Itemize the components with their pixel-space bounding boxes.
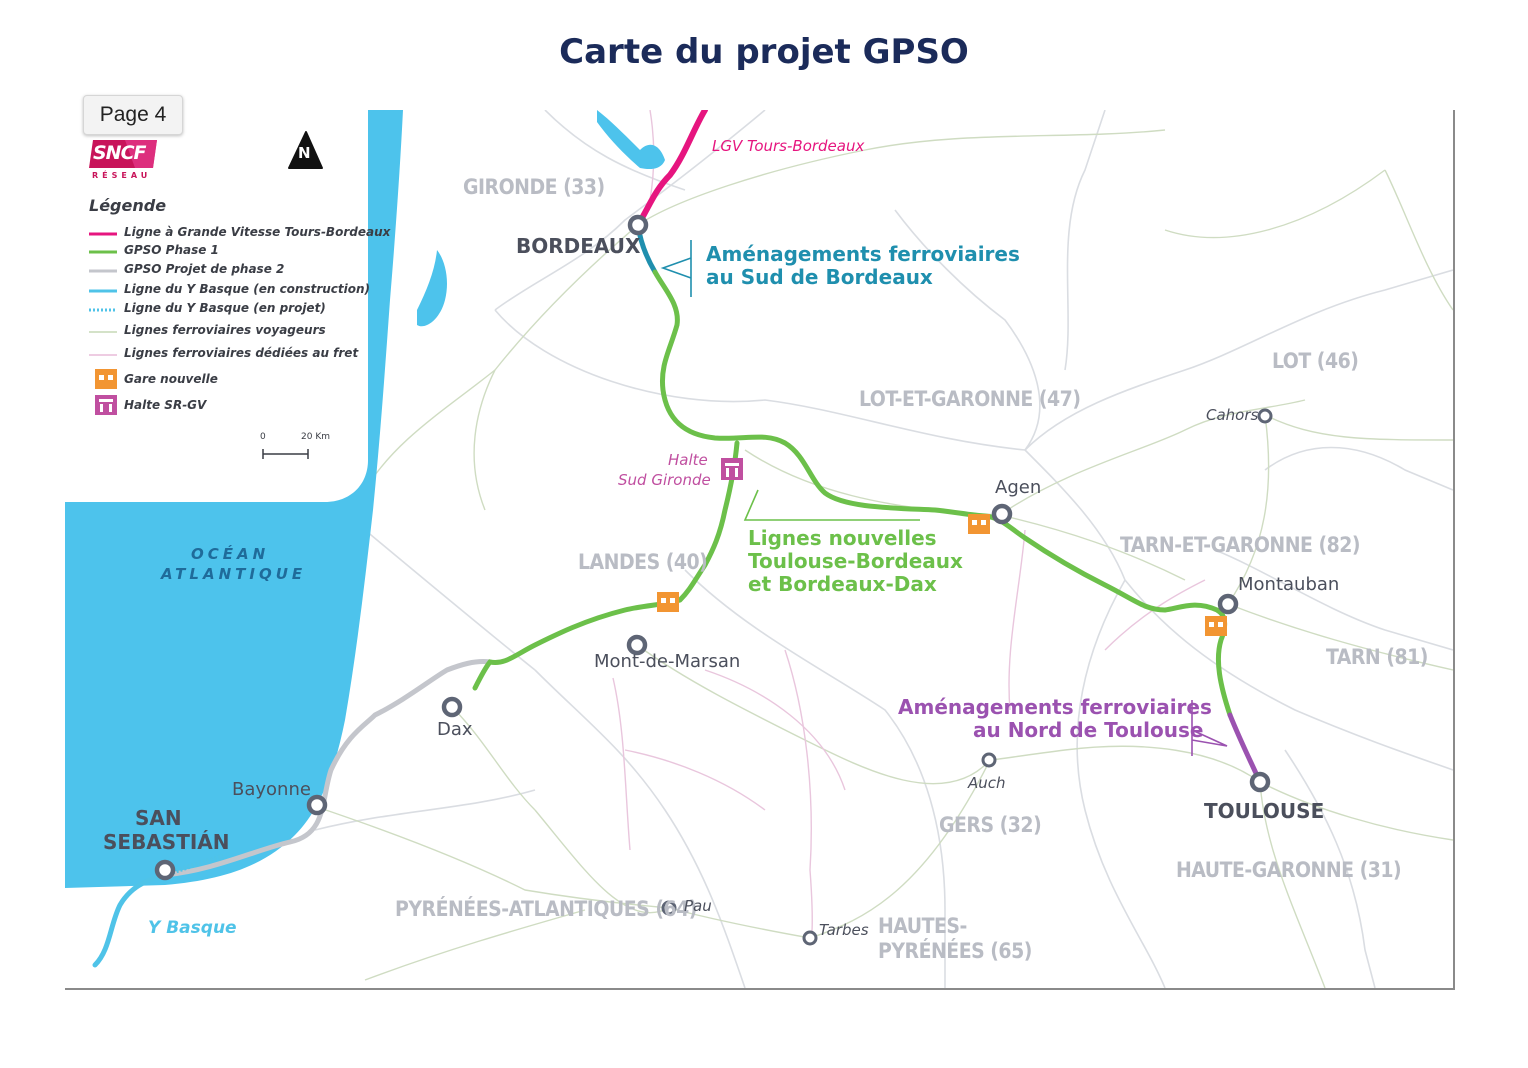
annotation-halte-1: Halte — [668, 451, 708, 469]
halte-sud-gironde-icon — [721, 458, 743, 480]
freight-lines — [612, 110, 1206, 941]
annotation-sud-bordeaux-2: au Sud de Bordeaux — [706, 265, 933, 289]
nord-toulouse-bracket — [1191, 700, 1228, 756]
sncf-logo — [89, 140, 157, 168]
dept-pyrenees-atlantiques: PYRÉNÉES-ATLANTIQUES (64) — [395, 897, 697, 921]
city-tarbes: Tarbes — [819, 921, 869, 939]
arcachon-basin — [417, 250, 448, 327]
dept-gers: GERS (32) — [939, 813, 1042, 837]
legend-panel-bg — [65, 110, 368, 502]
annotation-lgv: LGV Tours-Bordeaux — [712, 137, 865, 155]
annotation-lignes-nouvelles-1: Lignes nouvelles — [748, 526, 937, 550]
dept-tarn: TARN (81) — [1326, 645, 1428, 669]
annotation-sud-bordeaux-1: Aménagements ferroviaires — [706, 242, 1020, 266]
dept-gironde: GIRONDE (33) — [463, 175, 605, 199]
annotation-y-basque: Y Basque — [148, 918, 237, 938]
legend-item-voyageurs: Lignes ferroviaires voyageurs — [124, 323, 326, 337]
y-basque-construction-line — [92, 872, 168, 968]
gironde-estuary — [597, 110, 665, 170]
legend-symbols — [89, 232, 309, 459]
legend-item-lgv: Ligne à Grande Vitesse Tours-Bordeaux — [124, 225, 391, 239]
city-cahors: Cahors — [1206, 406, 1259, 424]
city-montauban: Montauban — [1238, 574, 1340, 595]
city-dax: Dax — [437, 719, 473, 740]
city-bordeaux: BORDEAUX — [516, 234, 641, 258]
annotation-halte-2: Sud Gironde — [618, 471, 711, 489]
annotation-nord-toulouse-1: Aménagements ferroviaires — [898, 695, 1212, 719]
sncf-logo-text: SNCF — [93, 142, 147, 164]
north-arrow-icon — [288, 131, 323, 169]
gpso-phase1-bordeaux-dax — [472, 440, 740, 691]
annotation-nord-toulouse-2: au Nord de Toulouse — [973, 718, 1204, 742]
legend-item-halte: Halte SR-GV — [124, 398, 207, 412]
north-arrow-letter: N — [298, 144, 311, 162]
lgv-tours-bordeaux-line — [635, 110, 708, 228]
station-markers — [154, 214, 1271, 881]
page-tab[interactable]: Page 4 — [83, 95, 183, 135]
legend-item-fret: Lignes ferroviaires dédiées au fret — [124, 346, 359, 360]
annotation-lignes-nouvelles-2: Toulouse-Bordeaux — [748, 549, 963, 573]
gare-nouvelle-icons — [657, 514, 1227, 636]
gpso-map: SNCF RÉSEAU N Légende Ligne à Grande Vit… — [65, 110, 1455, 990]
legend-title: Légende — [89, 196, 167, 215]
sud-bordeaux-bracket — [660, 240, 692, 297]
city-agen: Agen — [995, 477, 1042, 498]
ocean-label-2: ATLANTIQUE — [161, 565, 307, 583]
gpso-phase1-bordeaux-toulouse — [652, 269, 1233, 718]
annotation-lignes-nouvelles-3: et Bordeaux-Dax — [748, 572, 937, 596]
city-pau: Pau — [684, 897, 712, 915]
city-mont-de-marsan: Mont-de-Marsan — [594, 651, 741, 672]
legend-item-ybasque-project: Ligne du Y Basque (en projet) — [124, 301, 326, 315]
scale-zero: 0 — [260, 432, 266, 442]
scale-km: 20 Km — [301, 432, 330, 442]
legend-item-ybasque-construction: Ligne du Y Basque (en construction) — [124, 282, 371, 296]
city-auch: Auch — [968, 774, 1006, 792]
legend-item-gare-nouvelle: Gare nouvelle — [124, 372, 218, 386]
dept-hautes-pyrenees-1: HAUTES- — [878, 914, 967, 938]
dept-landes: LANDES (40) — [578, 550, 708, 574]
gpso-phase2-line — [162, 659, 493, 878]
dept-tarn-et-garonne: TARN-ET-GARONNE (82) — [1120, 533, 1361, 557]
map-canvas — [65, 110, 1453, 988]
city-san-sebastian-1: SAN — [135, 806, 182, 830]
sncf-logo-sub: RÉSEAU — [92, 171, 152, 180]
dept-hautes-pyrenees-2: PYRÉNÉES (65) — [878, 939, 1032, 963]
legend-item-phase1: GPSO Phase 1 — [124, 243, 219, 257]
page-title: Carte du projet GPSO — [559, 32, 969, 72]
small-station-markers — [661, 408, 1273, 946]
ocean-label-1: OCÉAN — [191, 545, 270, 563]
legend-item-phase2: GPSO Projet de phase 2 — [124, 262, 285, 276]
dept-haute-garonne: HAUTE-GARONNE (31) — [1176, 858, 1402, 882]
city-san-sebastian-2: SEBASTIÁN — [103, 830, 230, 854]
city-toulouse: TOULOUSE — [1204, 799, 1325, 823]
city-bayonne: Bayonne — [232, 779, 311, 800]
dept-lot-et-garonne: LOT-ET-GARONNE (47) — [859, 387, 1081, 411]
lignes-nouvelles-bracket — [743, 489, 920, 521]
dept-lot: LOT (46) — [1272, 349, 1359, 373]
